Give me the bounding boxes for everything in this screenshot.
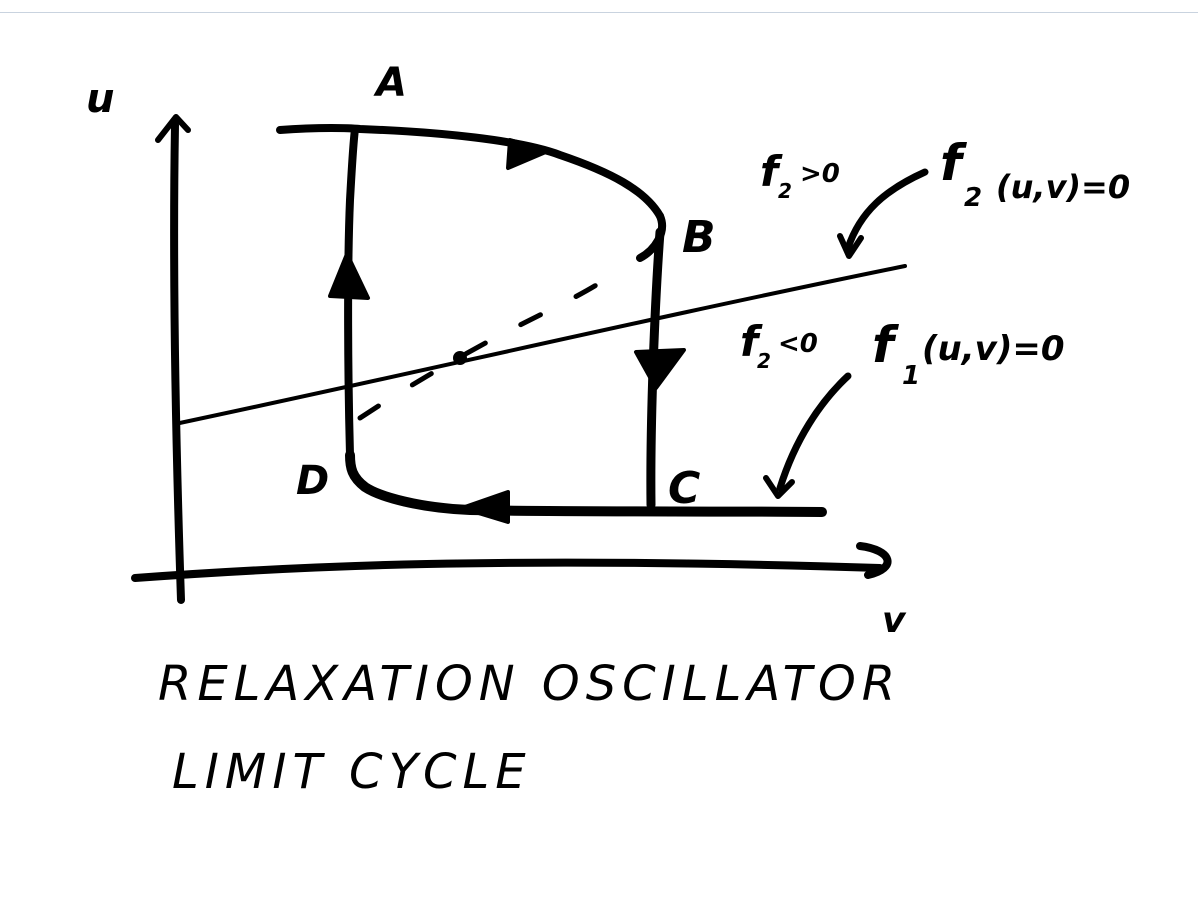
f1-nullcline: f 1 (u,v)=0 xyxy=(763,316,1065,499)
f2-nullcline: f 2 (u,v)=0 f 2 >0 f 2 <0 xyxy=(173,134,1130,426)
limit-cycle xyxy=(276,124,827,524)
f2-nullcline-label: f xyxy=(940,134,967,192)
f1-arrow-pointer-head xyxy=(763,475,795,499)
f1-nullcline-subscript: 1 xyxy=(902,361,920,391)
point-label-b: B xyxy=(682,212,716,263)
f2-negative-subscript: 2 xyxy=(757,349,771,373)
point-label-c: C xyxy=(668,463,700,514)
unstable-fixed-point xyxy=(453,351,467,365)
flow-arrow-up xyxy=(328,252,370,300)
flow-arrow-down xyxy=(634,348,686,390)
f2-positive-label: f xyxy=(760,147,783,196)
f2-nullcline-subscript: 2 xyxy=(964,183,982,213)
point-label-a: A xyxy=(373,60,407,106)
y-axis-arrowhead xyxy=(155,114,191,143)
limit-cycle-segment-a-to-b xyxy=(276,124,664,220)
f2-positive-relation: >0 xyxy=(800,159,840,189)
x-axis xyxy=(131,558,884,582)
x-axis-arrowhead xyxy=(856,542,892,579)
f2-arrow-pointer xyxy=(844,168,929,252)
f1-unstable-branch-dashed xyxy=(357,281,601,421)
f2-arrow-pointer-head xyxy=(837,233,864,259)
limit-cycle-segment-c-to-d xyxy=(345,450,827,517)
f2-positive-subscript: 2 xyxy=(778,179,792,203)
flow-arrow-right xyxy=(506,138,550,170)
y-axis xyxy=(170,121,185,604)
f2-negative-label: f xyxy=(740,317,763,366)
f1-nullcline-label: f xyxy=(872,316,899,374)
f2-nullcline-args: (u,v)=0 xyxy=(996,168,1130,206)
f1-arrow-pointer xyxy=(776,372,852,492)
f2-negative-relation: <0 xyxy=(778,329,818,359)
caption-line-2: LIMIT CYCLE xyxy=(172,744,532,800)
flow-arrow-left xyxy=(460,490,510,524)
limit-cycle-segment-d-to-a xyxy=(344,125,359,459)
axes: u v xyxy=(86,76,907,641)
caption-line-1: RELAXATION OSCILLATOR xyxy=(158,656,901,712)
x-axis-label: v xyxy=(882,600,907,641)
y-axis-label: u xyxy=(86,76,114,122)
f1-nullcline-args: (u,v)=0 xyxy=(922,329,1065,369)
point-label-d: D xyxy=(296,458,329,504)
f2-nullcline-line xyxy=(173,264,907,426)
top-divider xyxy=(0,12,1198,13)
